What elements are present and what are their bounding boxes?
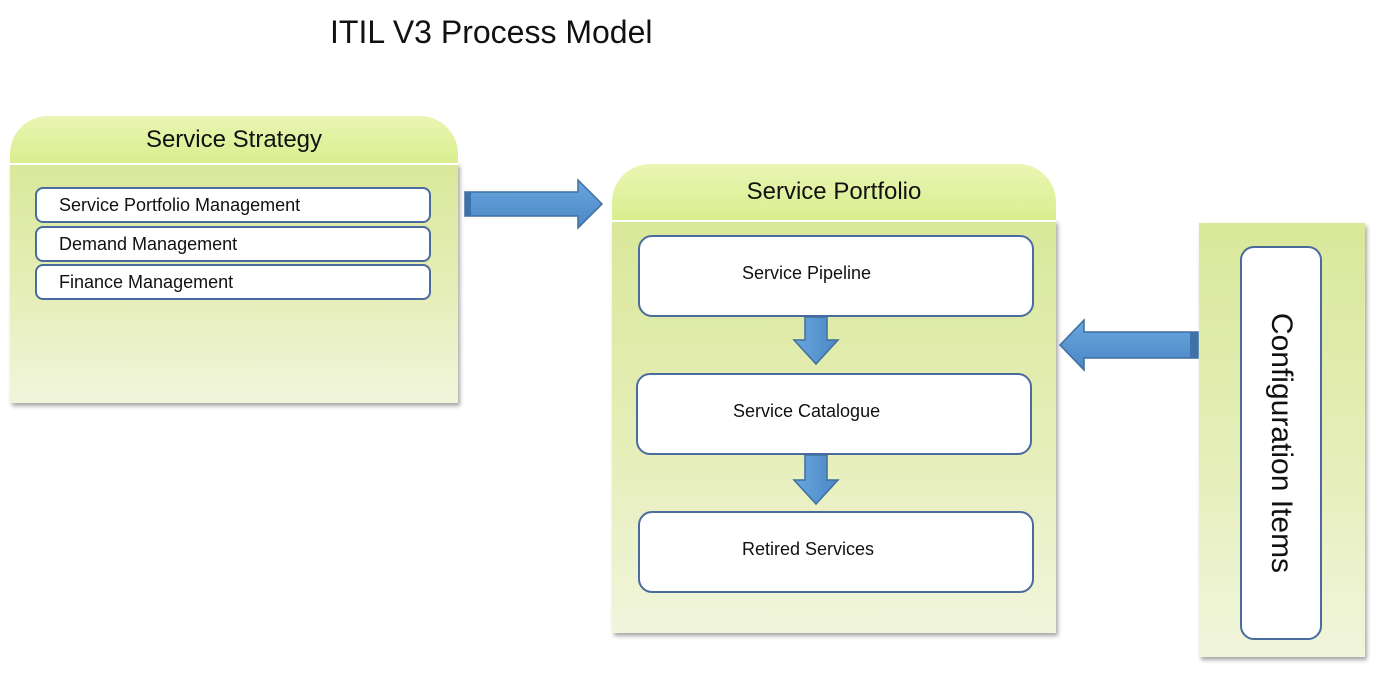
portfolio-item-label: Service Catalogue: [733, 401, 881, 421]
diagram-title: ITIL V3 Process Model: [330, 14, 653, 50]
strategy-item-label: Finance Management: [59, 271, 234, 292]
service-strategy-header-label: Service Strategy: [145, 125, 323, 153]
strategy-item-service-portfolio-management: Service Portfolio Management: [35, 187, 431, 223]
portfolio-item-label: Service Pipeline: [742, 263, 872, 283]
strategy-item-finance-management: Finance Management: [35, 264, 431, 300]
portfolio-item-label: Retired Services: [742, 539, 875, 559]
down-arrow-pipeline-to-catalogue: [792, 316, 840, 366]
service-strategy-header: Service Strategy: [10, 116, 458, 165]
service-portfolio-header-label: Service Portfolio: [746, 178, 922, 205]
portfolio-item-service-catalogue: Service Catalogue: [636, 373, 1032, 455]
strategy-item-label: Service Portfolio Management: [59, 194, 301, 215]
portfolio-item-service-pipeline: Service Pipeline: [638, 235, 1034, 317]
strategy-item-demand-management: Demand Management: [35, 226, 431, 262]
strategy-item-label: Demand Management: [59, 233, 238, 254]
left-arrow-config-to-portfolio: [1058, 318, 1199, 372]
down-arrow-catalogue-to-retired: [792, 454, 840, 506]
right-arrow-strategy-to-portfolio: [464, 178, 604, 230]
configuration-items-box: Configuration Items: [1240, 246, 1322, 640]
portfolio-item-retired-services: Retired Services: [638, 511, 1034, 593]
service-portfolio-header: Service Portfolio: [612, 164, 1056, 222]
